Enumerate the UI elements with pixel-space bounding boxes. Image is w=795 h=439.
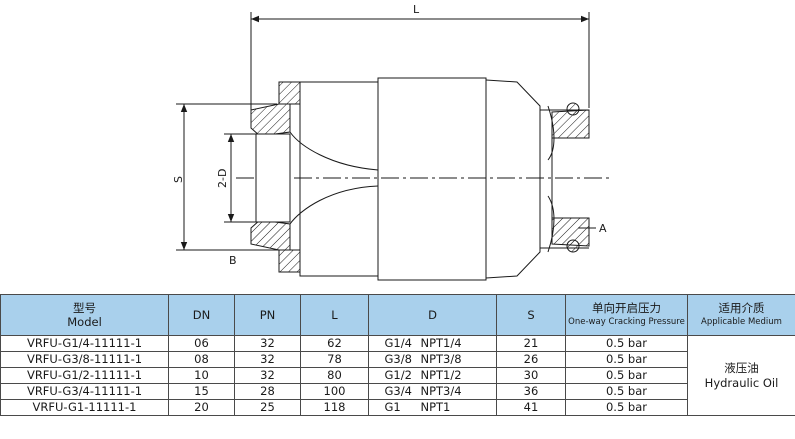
cell-d: G3/4 NPT3/4 [368,383,497,400]
cell-pressure: 0.5 bar [565,351,688,368]
cell-l: 62 [300,335,369,352]
cell-d-g: G1/2 [384,368,412,383]
header-model-en: Model [67,315,102,329]
header-medium-zh: 适用介质 [718,301,765,315]
cell-d-g: G3/4 [384,384,412,399]
cell-dn: 20 [168,399,235,416]
cell-l: 100 [300,383,369,400]
cell-pn: 32 [234,351,301,368]
header-dn: DN [168,294,235,336]
label-s: S [172,176,185,183]
valve-body-taper [485,79,541,279]
header-model: 型号 Model [0,294,169,336]
label-l: L [413,3,420,16]
cell-model: VRFU-G1/2-11111-1 [0,367,169,384]
left-nut-section-top [250,103,291,137]
cell-l: 78 [300,351,369,368]
cell-s: 30 [496,367,566,384]
cell-model: VRFU-G1/4-11111-1 [0,335,169,352]
cell-pn: 32 [234,335,301,352]
table-header-row: 型号 Model DN PN L D S 单向开启压力 One-way Crac… [0,294,795,336]
cell-model: VRFU-G1-11111-1 [0,399,169,416]
cell-d: G1/4 NPT1/4 [368,335,497,352]
table-row: VRFU-G3/4-11111-1 15 28 100 G3/4 NPT3/4 3… [0,383,795,400]
cell-medium-en: Hydraulic Oil [704,375,779,390]
header-medium-en: Applicable Medium [701,317,782,327]
inner-curve-top [289,131,379,171]
valve-technical-drawing: L S 2-D A B [172,3,610,281]
cell-d-npt: NPT1/2 [420,368,462,383]
cell-pressure: 0.5 bar [565,367,688,384]
valve-body-left [299,81,379,277]
cell-dn: 15 [168,383,235,400]
cell-dn: 10 [168,367,235,384]
header-model-zh: 型号 [73,301,96,315]
cell-medium-zh: 液压油 [724,360,759,375]
table-row: VRFU-G1/2-11111-1 10 32 80 G1/2 NPT1/2 30… [0,367,795,384]
cell-s: 21 [496,335,566,352]
cell-d-npt: NPT1 [420,400,451,415]
header-pressure-zh: 单向开启压力 [592,301,661,315]
cell-s: 36 [496,383,566,400]
spec-table: 型号 Model DN PN L D S 单向开启压力 One-way Crac… [0,294,795,416]
cell-d-npt: NPT1/4 [420,336,462,351]
cell-d: G1 NPT1 [368,399,497,416]
header-s: S [496,294,566,336]
cell-d-npt: NPT3/8 [420,352,462,367]
cell-pn: 28 [234,383,301,400]
table-row: VRFU-G1/4-11111-1 06 32 62 G1/4 NPT1/4 21… [0,335,795,416]
valve-body-sleeve [377,77,487,281]
header-pressure-en: One-way Cracking Pressure [568,317,685,327]
table-row: VRFU-G1-11111-1 20 25 118 G1 NPT1 41 0.5 … [0,399,795,416]
cell-dn: 06 [168,335,235,352]
o-ring-bottom [566,239,580,253]
header-medium: 适用介质 Applicable Medium [687,294,795,336]
cell-d: G1/2 NPT1/2 [368,367,497,384]
cell-d: G3/8 NPT3/8 [368,351,497,368]
cell-l: 118 [300,399,369,416]
cell-d-g: G1/4 [384,336,412,351]
cell-pn: 25 [234,399,301,416]
header-pn: PN [234,294,301,336]
cell-s: 26 [496,351,566,368]
cell-d-g: G3/8 [384,352,412,367]
left-nut-tab-top [278,81,301,105]
cell-medium: 液压油 Hydraulic Oil [687,335,795,416]
o-ring-top [566,102,580,116]
cell-d-g: G1 [384,400,401,415]
header-d: D [368,294,497,336]
cell-d-npt: NPT3/4 [420,384,462,399]
cell-pressure: 0.5 bar [565,383,688,400]
cell-pn: 32 [234,367,301,384]
label-a: A [599,222,607,235]
cell-s: 41 [496,399,566,416]
table-row: VRFU-G3/8-11111-1 08 32 78 G3/8 NPT3/8 26… [0,351,795,368]
cell-pressure: 0.5 bar [565,335,688,352]
header-l: L [300,294,369,336]
left-nut-section-bottom [250,219,291,251]
cell-l: 80 [300,367,369,384]
left-nut-bore [255,133,291,223]
cell-model: VRFU-G3/4-11111-1 [0,383,169,400]
header-pressure: 单向开启压力 One-way Cracking Pressure [565,294,688,336]
label-2d: 2-D [216,169,229,188]
left-nut-tab-bottom [278,249,301,273]
label-b: B [229,254,237,267]
cell-model: VRFU-G3/8-11111-1 [0,351,169,368]
cell-dn: 08 [168,351,235,368]
inner-curve-bottom [289,185,379,225]
cell-pressure: 0.5 bar [565,399,688,416]
